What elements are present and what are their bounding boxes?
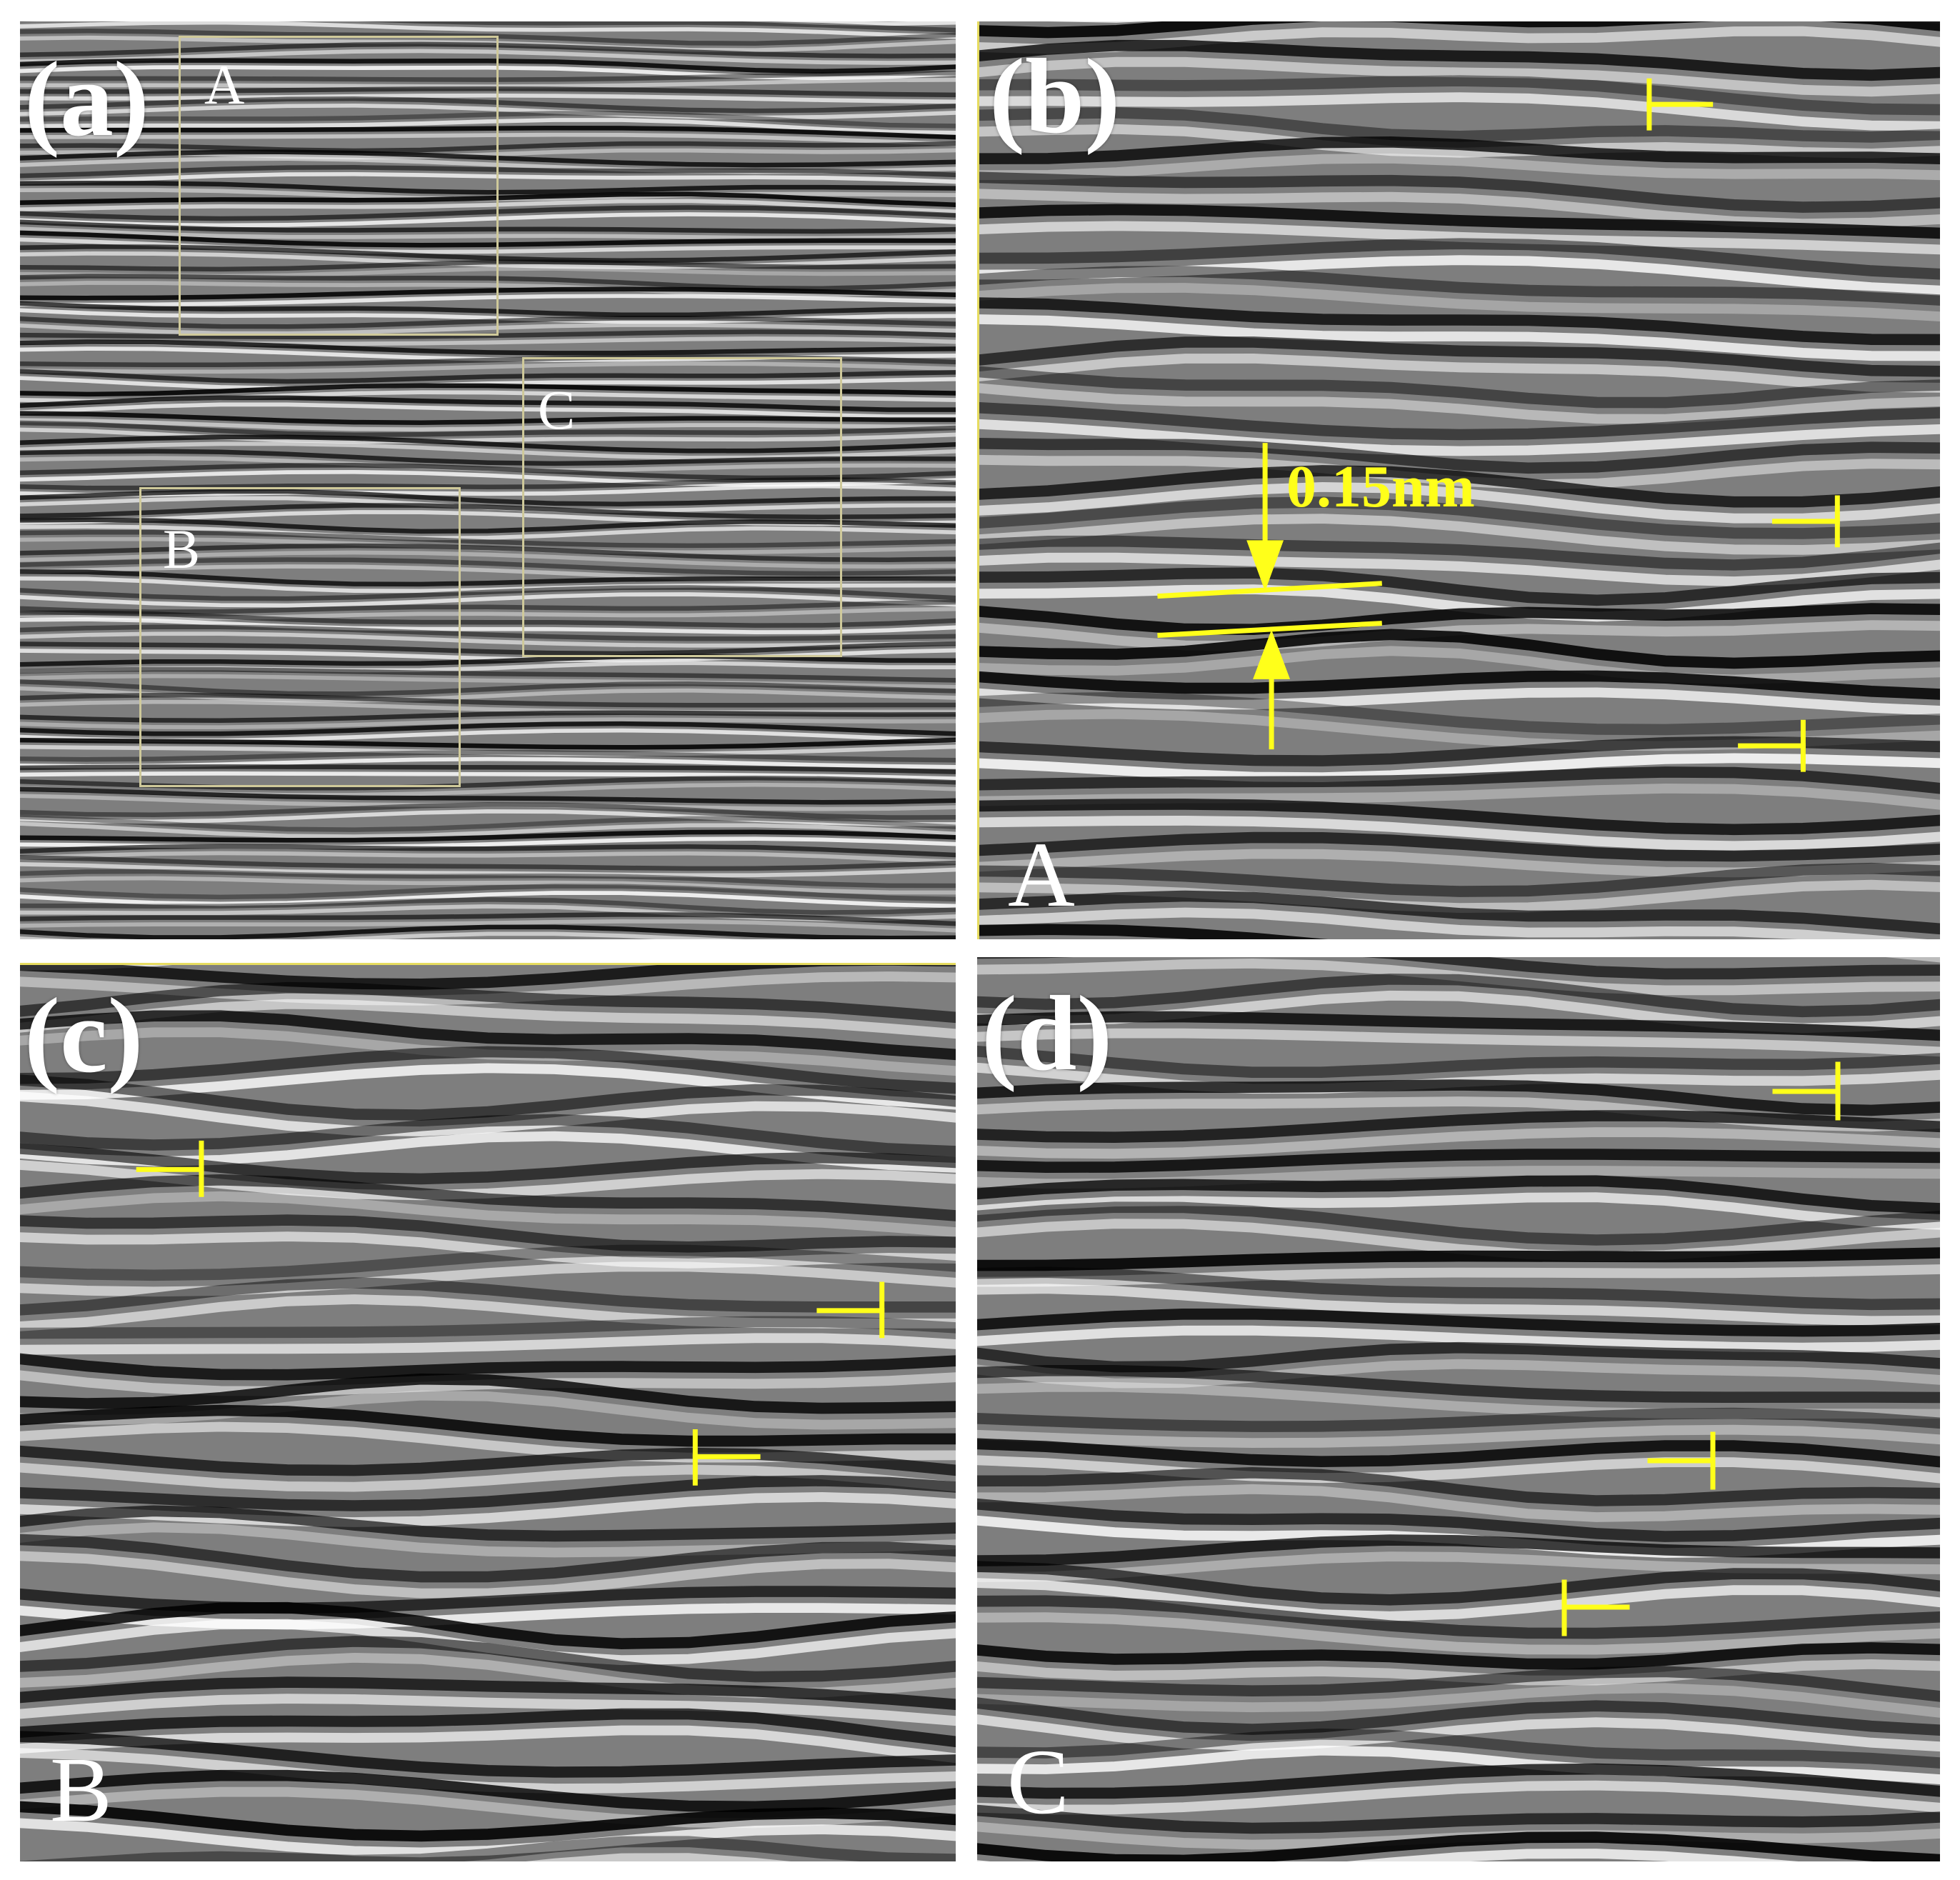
annotations-d — [1561, 1061, 1841, 1636]
lattice-fringes-c — [20, 965, 956, 1861]
lattice-fringes-b — [979, 21, 1940, 939]
panel-c: (c) B — [20, 963, 956, 1861]
panel-a: A C B (a) — [20, 21, 956, 939]
panel-label-d: (d) — [981, 974, 1113, 1093]
region-label-b: A — [1008, 824, 1075, 926]
region-box-c-label: C — [538, 379, 576, 441]
panel-b: 0.15nm (b) A — [977, 21, 1940, 939]
region-label-d: C — [1007, 1731, 1069, 1834]
panel-label-c: (c) — [24, 976, 144, 1095]
dislocation-marker-icon — [1772, 495, 1840, 548]
region-box-b[interactable] — [139, 487, 461, 787]
region-label-c: B — [50, 1739, 112, 1841]
dislocation-marker-icon — [1738, 719, 1806, 772]
panel-label-b: (b) — [989, 37, 1121, 156]
scale-bar-label: 0.15nm — [1286, 454, 1475, 520]
dislocation-marker-icon — [1646, 78, 1714, 131]
scale-bar-icon — [1157, 443, 1382, 750]
region-box-a-label: A — [204, 54, 245, 116]
dislocation-marker-icon — [1561, 1579, 1630, 1636]
panel-label-a: (a) — [24, 40, 149, 159]
lattice-fringes-a — [20, 21, 956, 939]
region-box-a[interactable] — [179, 36, 499, 336]
lattice-fringes-d — [977, 957, 1940, 1861]
panel-d: (d) C — [977, 957, 1940, 1861]
region-box-c[interactable] — [522, 357, 842, 657]
annotations-c — [136, 1140, 885, 1486]
dislocation-marker-icon — [816, 1281, 885, 1339]
region-box-b-label: B — [163, 518, 201, 580]
dislocation-marker-icon — [1647, 1431, 1716, 1490]
annotations-b — [1157, 78, 1840, 772]
dislocation-marker-icon — [136, 1140, 204, 1197]
dislocation-marker-icon — [692, 1429, 761, 1486]
dislocation-marker-icon — [1772, 1061, 1841, 1121]
